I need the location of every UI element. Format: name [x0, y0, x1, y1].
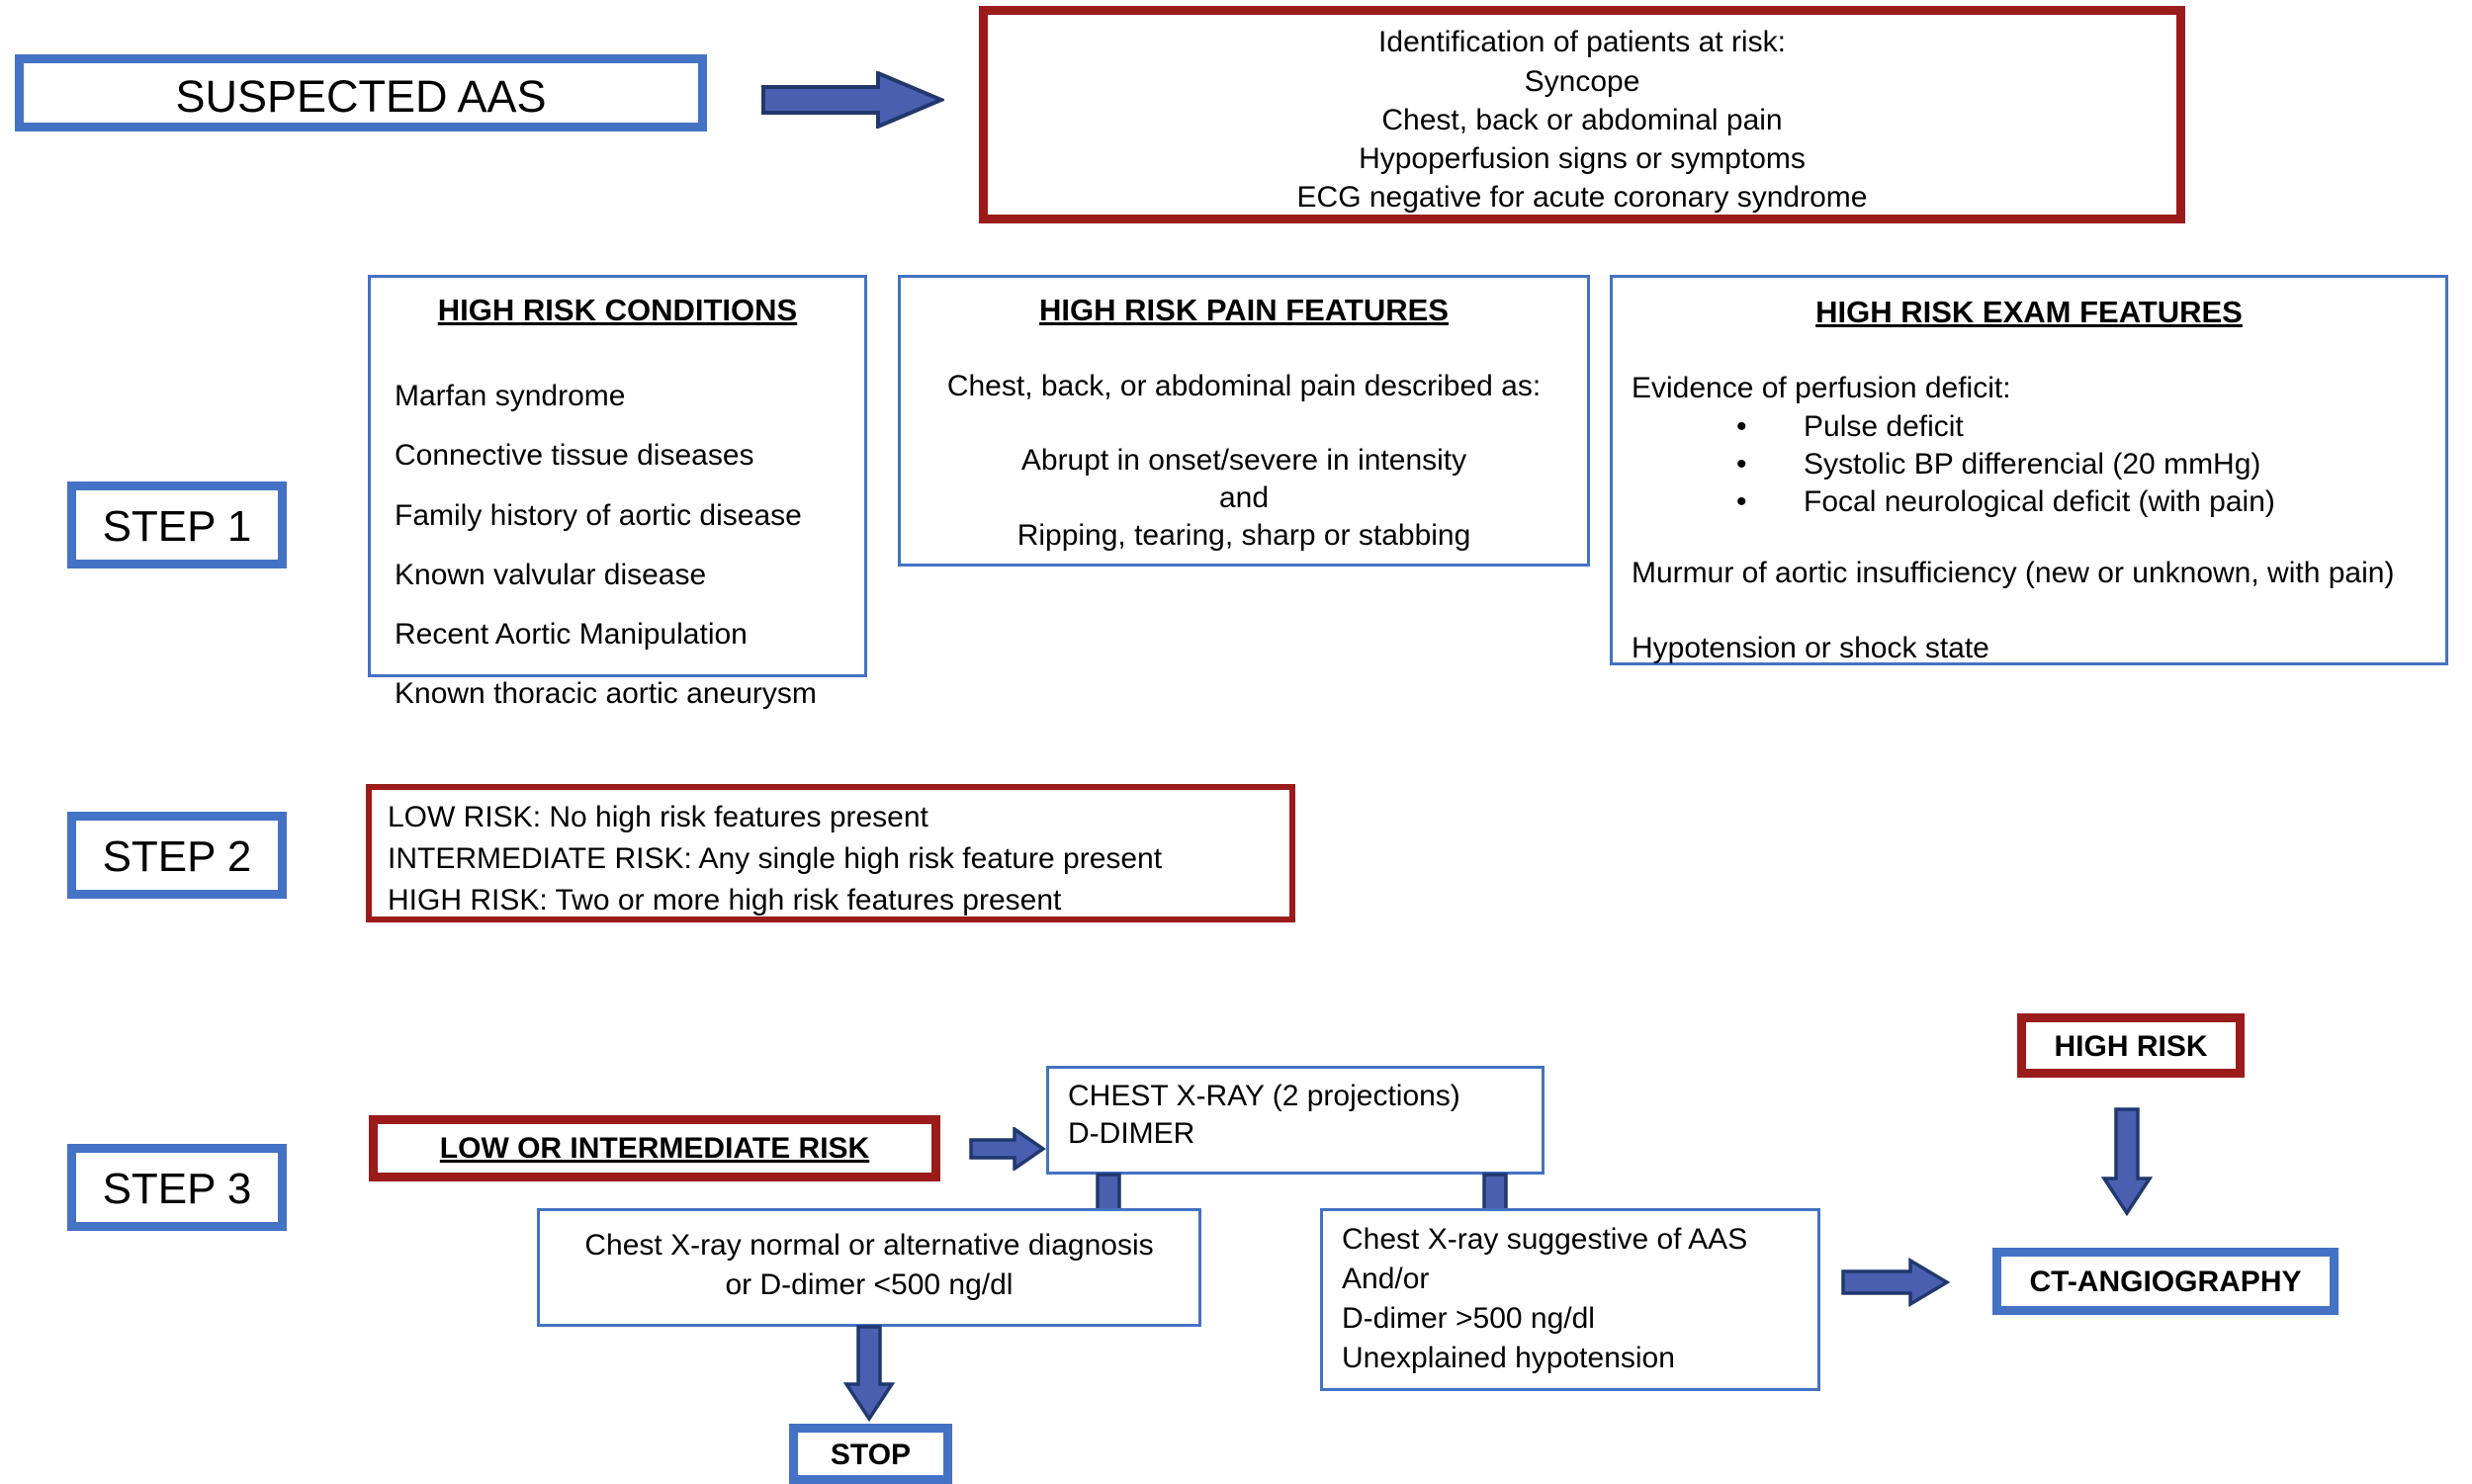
node-chest-xray-ddimer	[1046, 1066, 1545, 1175]
arrow-suspected-to-identification	[761, 71, 944, 129]
step-1-label-box	[67, 481, 287, 568]
high-risk-pain-features-line-1: and	[1218, 481, 1270, 514]
step-1-label: STEP 1	[102, 502, 252, 551]
xray-suggestive-line-3: Unexplained hypotension	[1342, 1342, 1675, 1374]
node-high-risk-exam-features	[1610, 275, 2448, 665]
xray-suggestive-line-1: And/or	[1342, 1263, 1430, 1295]
exam-bullet-marker-1: •	[1736, 448, 1747, 480]
xray-suggestive-line-0: Chest X-ray suggestive of AAS	[1342, 1223, 1748, 1256]
identification-line-0: Identification of patients at risk:	[1378, 26, 1786, 58]
high-risk-exam-features-extra-1: Hypotension or shock state	[1632, 632, 1989, 664]
high-risk-conditions-item-3: Known valvular disease	[395, 559, 707, 591]
high-risk-exam-features-intro: Evidence of perfusion deficit:	[1632, 372, 2011, 404]
arrow-highrisk-to-ctangio	[2101, 1107, 2153, 1216]
exam-bullet-marker-0: •	[1736, 410, 1747, 443]
high-risk-conditions-item-4: Recent Aortic Manipulation	[395, 618, 748, 651]
identification-line-3: Hypoperfusion signs or symptoms	[1359, 142, 1806, 175]
node-low-or-intermediate-risk	[369, 1115, 940, 1181]
high-risk-exam-features-bullet-1: Systolic BP differencial (20 mmHg)	[1804, 448, 2261, 480]
high-risk-conditions-item-0: Marfan syndrome	[395, 380, 626, 412]
node-stop	[789, 1424, 952, 1484]
risk-stratification-line-0: LOW RISK: No high risk features present	[388, 801, 928, 833]
node-xray-normal	[537, 1208, 1201, 1327]
step-3-label: STEP 3	[102, 1165, 252, 1213]
arrow-normal-to-stop	[843, 1325, 895, 1422]
high-risk-exam-features-bullet-2: Focal neurological deficit (with pain)	[1804, 485, 2275, 518]
high-risk-exam-features-extra-0: Murmur of aortic insufficiency (new or u…	[1632, 557, 2395, 589]
high-risk-pain-features-line-2: Ripping, tearing, sharp or stabbing	[1016, 519, 1471, 552]
step-2-label-box	[67, 812, 287, 899]
node-suspected-aas	[15, 54, 707, 131]
node-suspected-aas-label: SUSPECTED AAS	[175, 71, 547, 122]
step-3-label-box	[67, 1144, 287, 1231]
node-high-risk	[2017, 1013, 2245, 1078]
xray-normal-line-1: or D-dimer <500 ng/dl	[725, 1268, 1014, 1301]
node-risk-stratification	[366, 784, 1295, 922]
high-risk-exam-features-bullet-0: Pulse deficit	[1804, 410, 1964, 443]
ct-angiography-label: CT-ANGIOGRAPHY	[2029, 1266, 2302, 1298]
stop-label: STOP	[830, 1439, 912, 1471]
high-risk-pain-features-title: HIGH RISK PAIN FEATURES	[1039, 293, 1449, 327]
step-2-label: STEP 2	[102, 832, 252, 881]
high-risk-conditions-item-1: Connective tissue diseases	[395, 439, 754, 472]
node-high-risk-pain-features	[898, 275, 1590, 567]
high-risk-label: HIGH RISK	[2054, 1030, 2208, 1063]
high-risk-exam-features-title: HIGH RISK EXAM FEATURES	[1815, 295, 2243, 329]
node-xray-suggestive	[1320, 1208, 1820, 1391]
high-risk-pain-features-intro: Chest, back, or abdominal pain described…	[946, 370, 1542, 402]
xray-suggestive-line-2: D-dimer >500 ng/dl	[1342, 1302, 1595, 1335]
arrow-suggestive-to-ctangio	[1841, 1258, 1950, 1307]
risk-stratification-line-1: INTERMEDIATE RISK: Any single high risk …	[388, 842, 1163, 875]
node-high-risk-conditions	[368, 275, 867, 677]
identification-line-1: Syncope	[1524, 65, 1640, 98]
chest-xray-ddimer-line-0: CHEST X-RAY (2 projections)	[1068, 1080, 1460, 1112]
identification-line-4: ECG negative for acute coronary syndrome	[1296, 181, 1868, 214]
high-risk-conditions-title: HIGH RISK CONDITIONS	[437, 293, 798, 327]
identification-line-2: Chest, back or abdominal pain	[1381, 104, 1783, 136]
low-or-intermediate-risk-label: LOW OR INTERMEDIATE RISK	[439, 1132, 870, 1165]
exam-bullet-marker-2: •	[1736, 485, 1747, 518]
high-risk-conditions-item-5: Known thoracic aortic aneurysm	[395, 677, 817, 710]
node-identification-of-patients-at-risk	[979, 6, 2185, 223]
risk-stratification-line-2: HIGH RISK: Two or more high risk feature…	[388, 884, 1062, 917]
node-ct-angiography	[1992, 1248, 2339, 1315]
chest-xray-ddimer-line-1: D-DIMER	[1068, 1117, 1195, 1150]
high-risk-conditions-item-2: Family history of aortic disease	[395, 499, 802, 532]
high-risk-pain-features-line-0: Abrupt in onset/severe in intensity	[1020, 444, 1467, 477]
arrow-lowint-to-chestxray	[969, 1127, 1046, 1171]
xray-normal-line-0: Chest X-ray normal or alternative diagno…	[584, 1229, 1154, 1262]
